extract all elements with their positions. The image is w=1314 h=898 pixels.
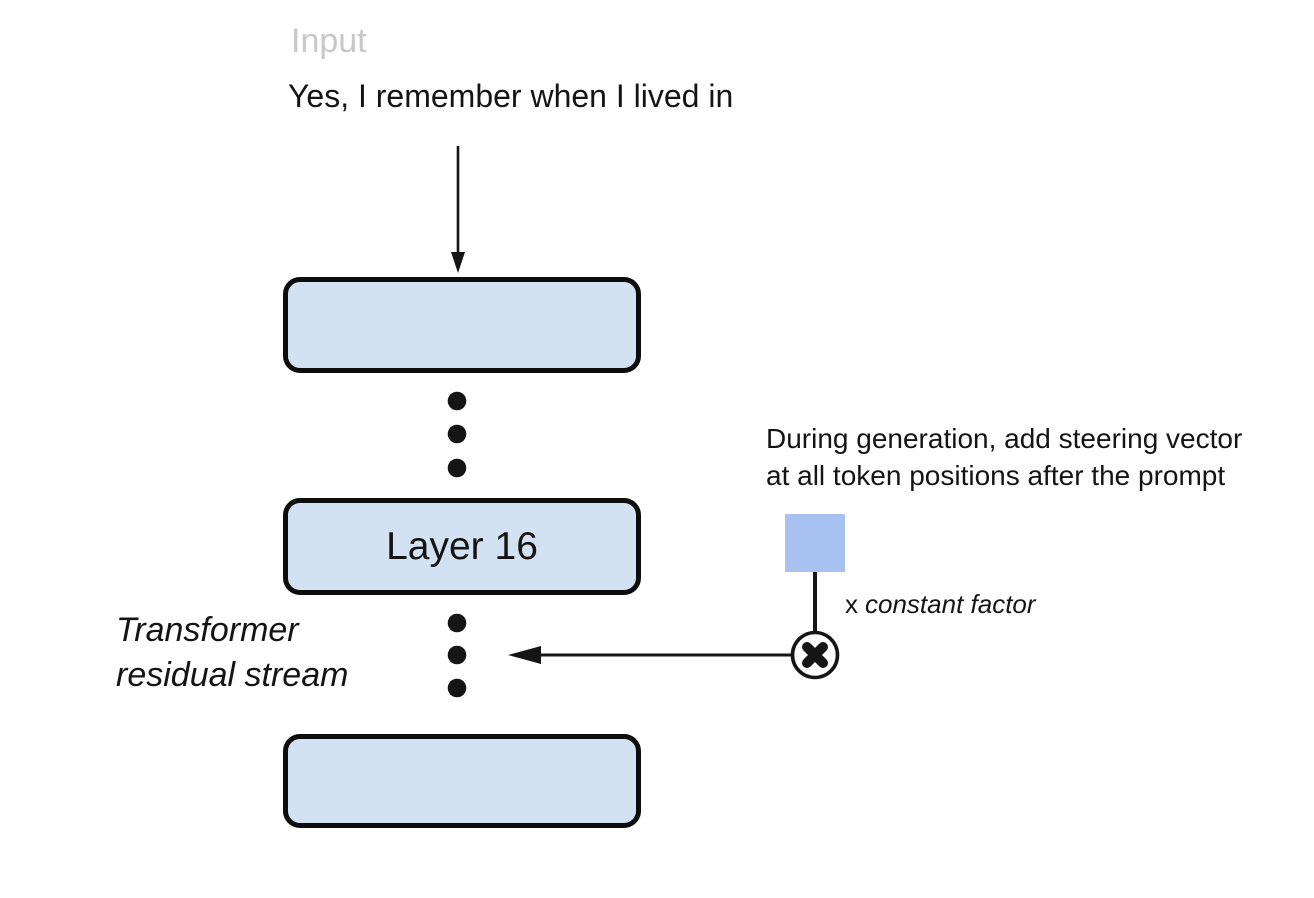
residual-stream-label: Transformer residual stream: [116, 608, 348, 698]
steering-vector-square: [785, 514, 845, 572]
layer16-label: Layer 16: [386, 524, 538, 568]
input-label: Input: [291, 22, 367, 60]
scale-factor-text: constant factor: [865, 589, 1036, 619]
prompt-text: Yes, I remember when I lived in: [288, 78, 734, 114]
steering-annotation: During generation, add steering vector a…: [766, 420, 1242, 494]
residual-stream-label-line1: Transformer: [116, 611, 299, 649]
steering-annotation-line1: During generation, add steering vector: [766, 423, 1243, 454]
scale-factor-prefix: x: [845, 589, 858, 619]
dots-upper-icon: [447, 391, 467, 478]
transformer-block-top: [283, 277, 641, 373]
steering-injection-arrow-icon: [508, 646, 792, 664]
input-arrow-icon: [451, 146, 465, 273]
transformer-block-bottom: [283, 734, 641, 828]
dots-lower-icon: [447, 613, 467, 698]
steering-annotation-line2: at all token positions after the prompt: [766, 460, 1226, 491]
transformer-block-layer16: Layer 16: [283, 498, 641, 595]
multiply-icon: [790, 630, 840, 680]
residual-stream-label-line2: residual stream: [116, 656, 349, 694]
